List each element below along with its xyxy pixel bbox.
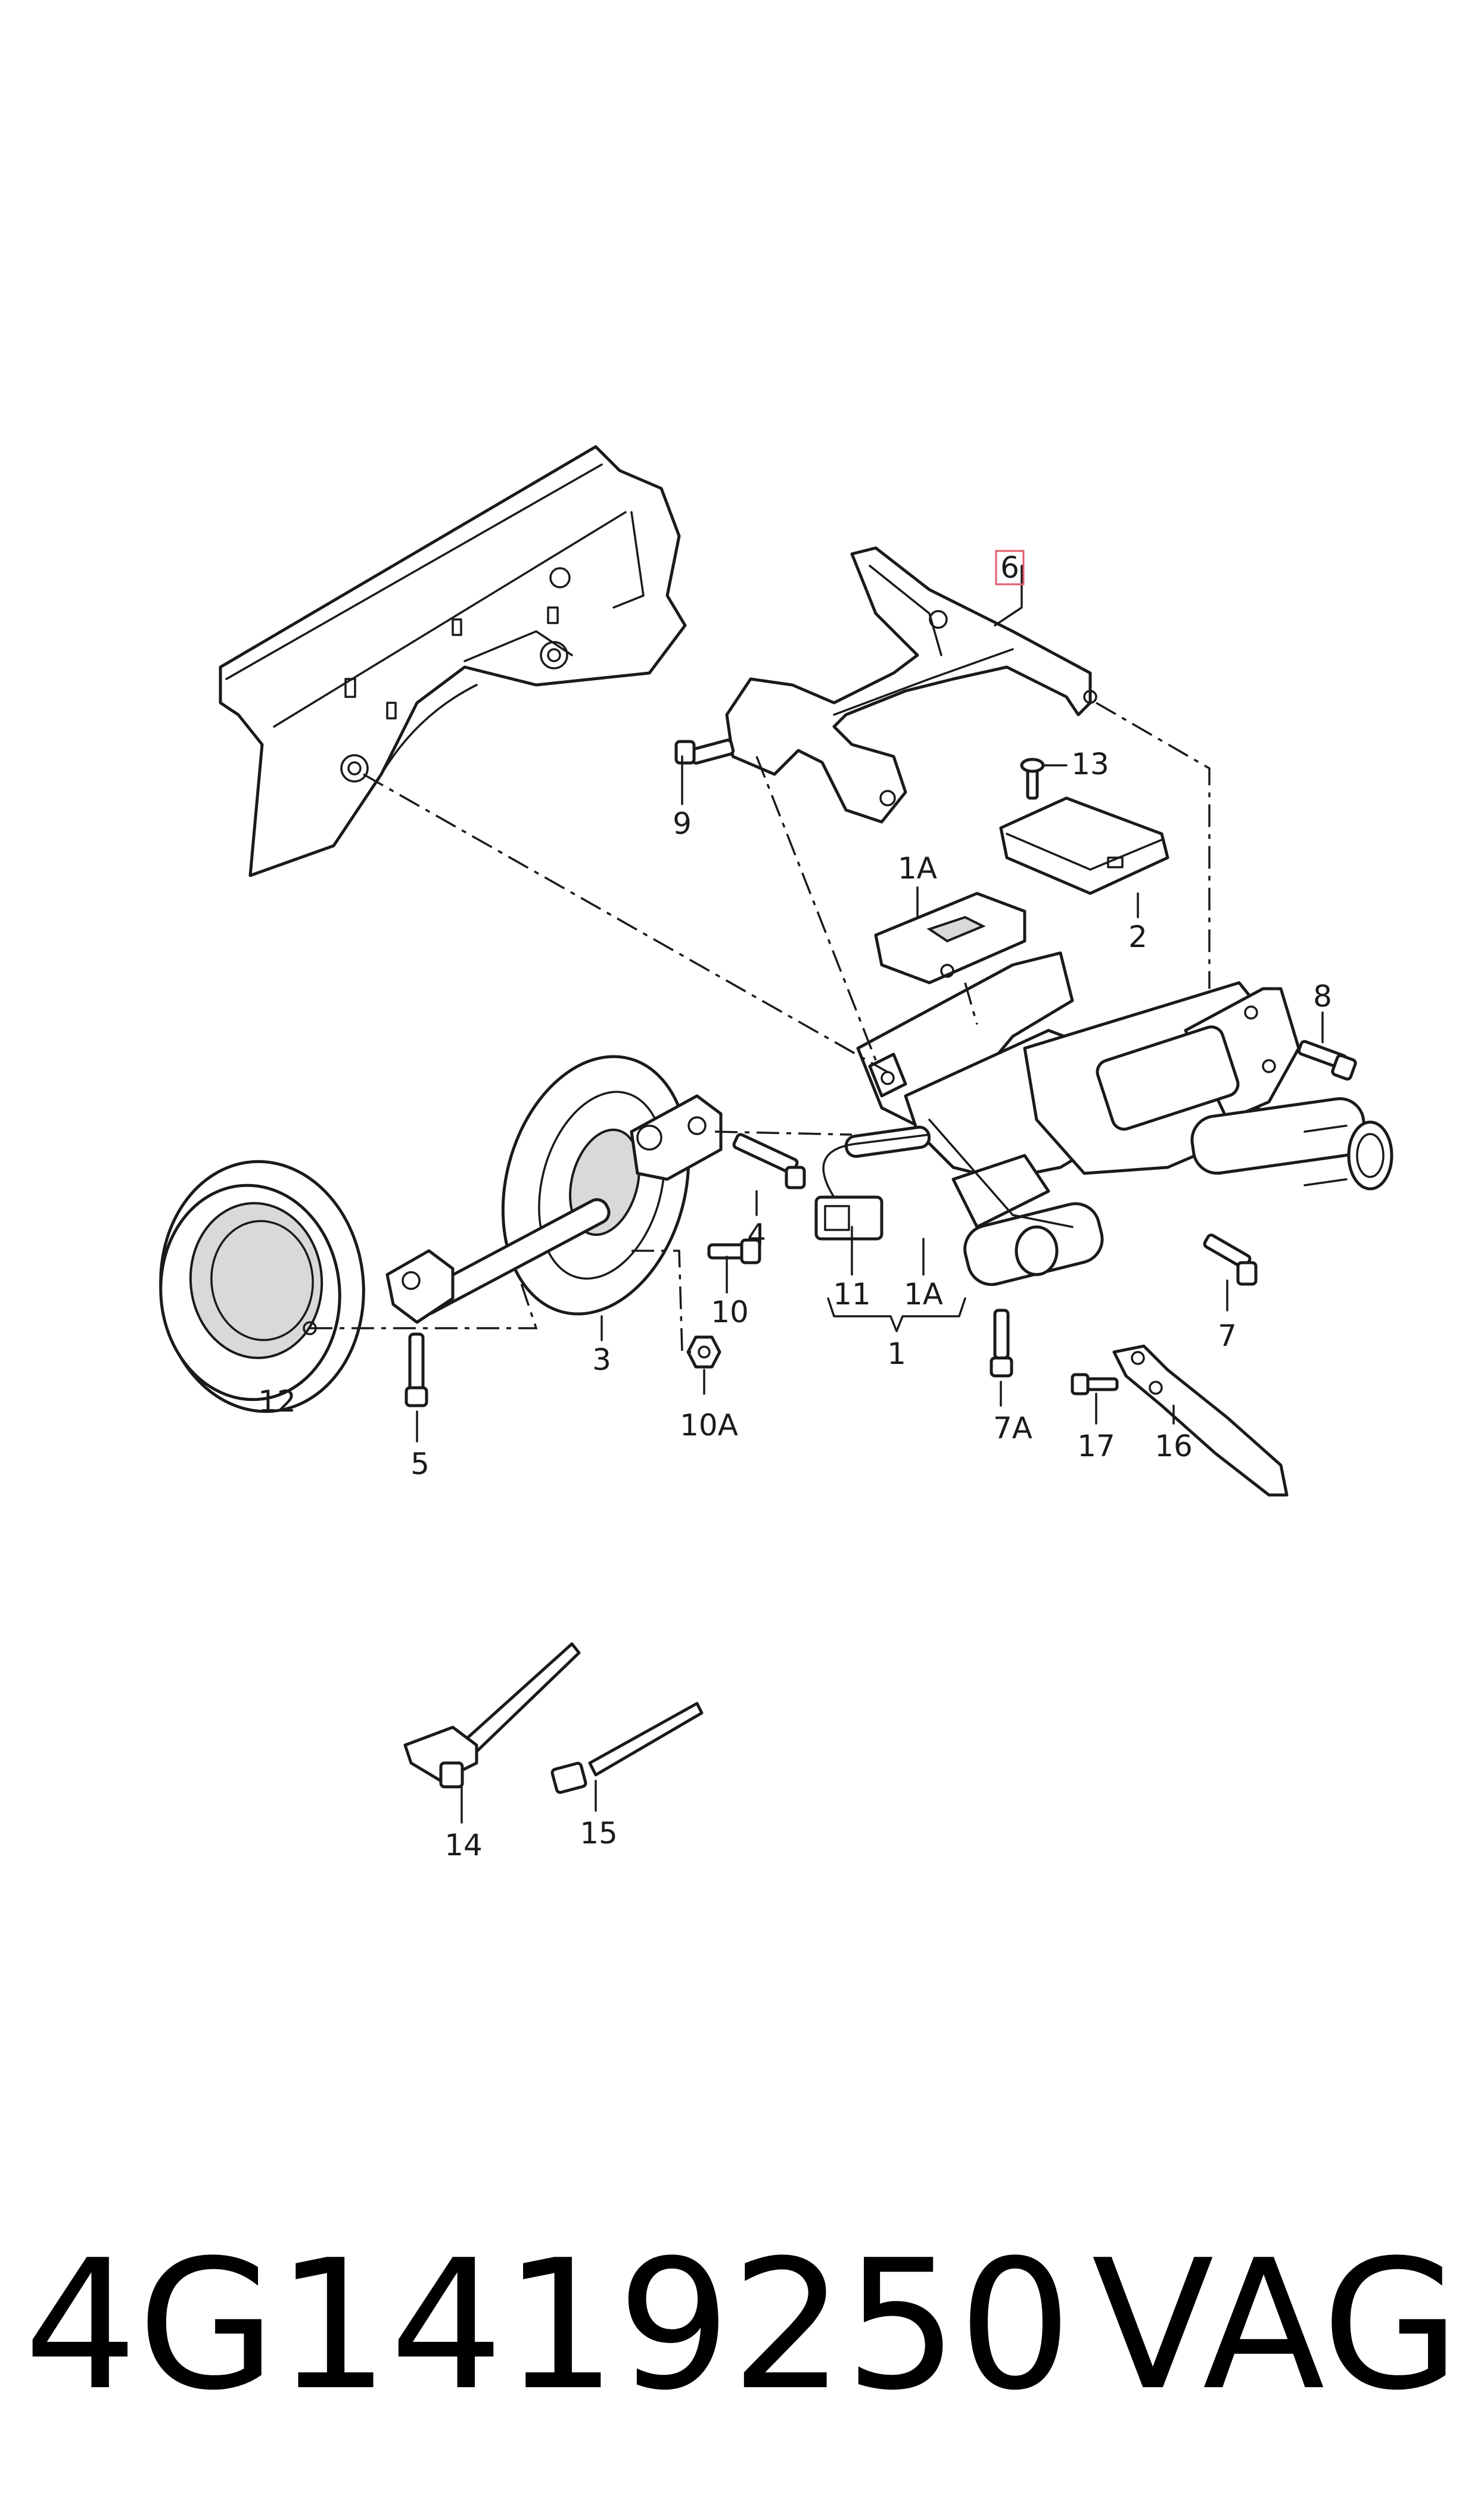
callout-7: 7 [1218, 1319, 1237, 1353]
nut-10a [686, 1335, 721, 1369]
screw-13 [1020, 758, 1045, 800]
brand-name: VAG [1091, 2222, 1460, 2429]
callout-7a: 7A [993, 1411, 1032, 1446]
callout-10: 10 [711, 1295, 749, 1329]
bolt-7a [990, 1309, 1013, 1378]
control-unit-2 [999, 796, 1169, 895]
callout-10a: 10A [680, 1408, 738, 1443]
cable-tie-14 [403, 1642, 581, 1789]
steering-column [844, 951, 1393, 1287]
callout-11: 11 [833, 1277, 871, 1312]
bolt-5 [405, 1332, 428, 1407]
intermediate-shaft [385, 1055, 723, 1324]
callout-6-highlight [995, 550, 1025, 585]
callout-16: 16 [1155, 1429, 1193, 1463]
bolt-10 [707, 1238, 761, 1264]
callout-13: 13 [1071, 747, 1109, 781]
alignment-lines [310, 702, 1211, 1353]
bolt-9 [674, 739, 735, 765]
callout-labels: 6 13 9 1A 2 8 4 11 1A 1 10 3 10A 12 5 7 … [258, 550, 1332, 1862]
callout-8: 8 [1313, 979, 1332, 1014]
callout-1a-bottom: 1A [904, 1277, 943, 1312]
bolt-7 [1203, 1233, 1258, 1286]
callout-1a-top: 1A [898, 851, 937, 886]
callout-14: 14 [444, 1828, 483, 1862]
callout-1: 1 [887, 1337, 906, 1371]
callout-12: 12 [258, 1384, 296, 1419]
callout-2: 2 [1128, 920, 1147, 954]
trim-collar [159, 1160, 365, 1413]
callout-17: 17 [1077, 1429, 1115, 1463]
callout-9: 9 [673, 806, 692, 841]
callout-6: 6 [1000, 550, 1019, 585]
callout-5: 5 [410, 1447, 430, 1481]
leader-lines [416, 565, 1324, 1824]
callout-3: 3 [592, 1342, 611, 1377]
bolt-4 [732, 1133, 806, 1189]
control-unit-1a [874, 892, 1026, 985]
connector-11 [814, 1133, 931, 1241]
callout-4: 4 [747, 1217, 766, 1252]
body-panel [219, 445, 687, 877]
cable-tie-15 [550, 1702, 704, 1794]
callout-15: 15 [580, 1816, 618, 1851]
bolt-8 [1297, 1040, 1357, 1081]
brace-16 [1112, 1344, 1289, 1497]
bolt-17 [1071, 1373, 1119, 1395]
part-number: 4G1419250 [24, 2222, 1072, 2429]
cross-member-bracket [725, 546, 1097, 824]
